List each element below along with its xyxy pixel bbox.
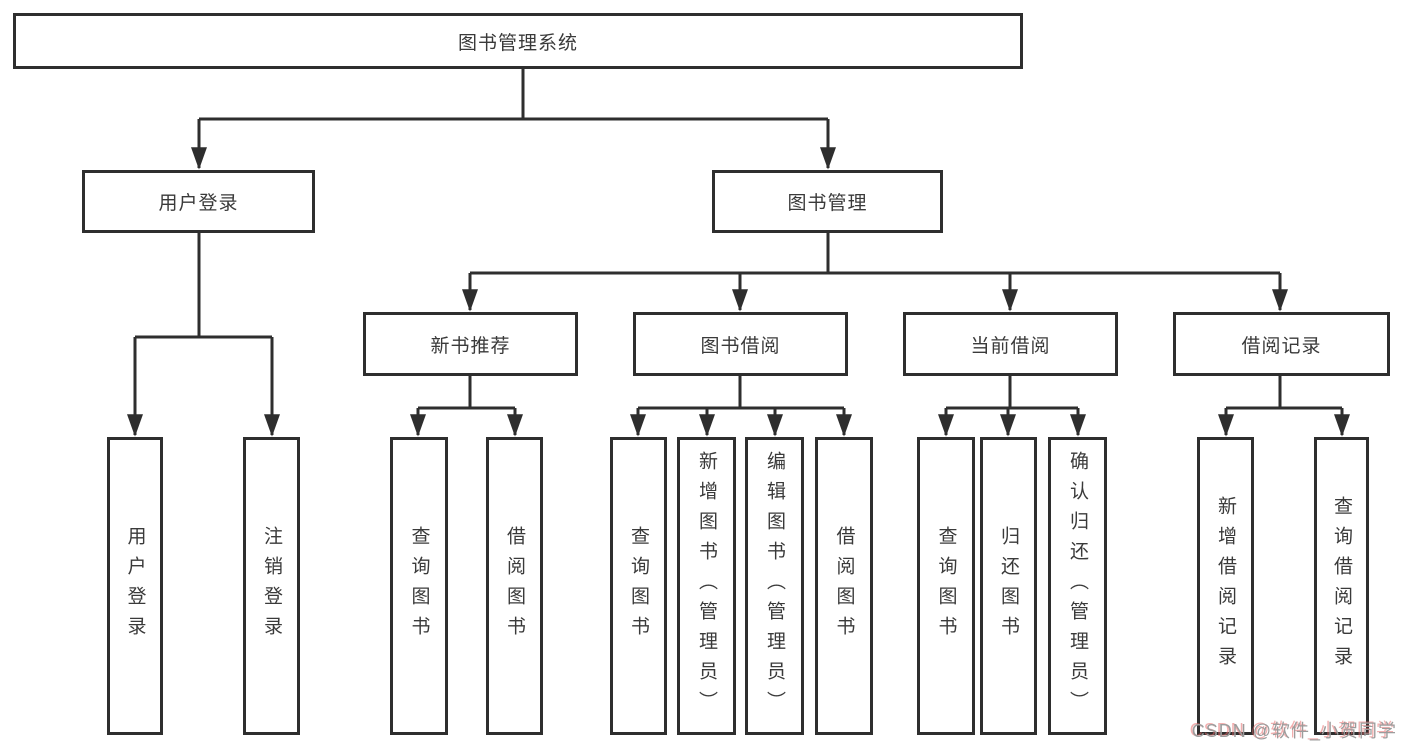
node-user-login: 用户登录 [82, 170, 315, 233]
node-leaf-confirm-return-admin: 确认归还（管理员） [1048, 437, 1107, 735]
node-book-management: 图书管理 [712, 170, 943, 233]
node-leaf-query-book-3: 查询图书 [917, 437, 975, 735]
node-leaf-query-book-1: 查询图书 [390, 437, 448, 735]
node-current-borrow: 当前借阅 [903, 312, 1118, 376]
connector-book-mgmt-trunk [470, 233, 1280, 275]
connector-borrow-record-trunk [1226, 376, 1342, 410]
connector-current-borrow-trunk [946, 376, 1078, 410]
connector-root-trunk [199, 69, 828, 121]
node-book-borrow: 图书借阅 [633, 312, 848, 376]
node-borrow-record: 借阅记录 [1173, 312, 1390, 376]
node-system-root: 图书管理系统 [13, 13, 1023, 69]
watermark: CSDN @软件_小贺同学 [1191, 721, 1397, 741]
node-leaf-borrow-book-2: 借阅图书 [815, 437, 873, 735]
node-leaf-add-book-admin: 新增图书（管理员） [677, 437, 736, 735]
connector-book-borrow-trunk [638, 376, 844, 410]
node-leaf-logout: 注销登录 [243, 437, 300, 735]
node-leaf-add-borrow-record: 新增借阅记录 [1197, 437, 1254, 735]
node-leaf-user-login: 用户登录 [107, 437, 163, 735]
node-leaf-query-book-2: 查询图书 [610, 437, 667, 735]
node-leaf-return-book: 归还图书 [980, 437, 1037, 735]
node-leaf-edit-book-admin: 编辑图书（管理员） [745, 437, 804, 735]
node-new-book-recommend: 新书推荐 [363, 312, 578, 376]
node-leaf-query-borrow-record: 查询借阅记录 [1314, 437, 1369, 735]
node-leaf-borrow-book-1: 借阅图书 [486, 437, 543, 735]
connector-user-login-trunk [135, 233, 272, 339]
connector-new-book-rec-trunk [418, 376, 515, 410]
